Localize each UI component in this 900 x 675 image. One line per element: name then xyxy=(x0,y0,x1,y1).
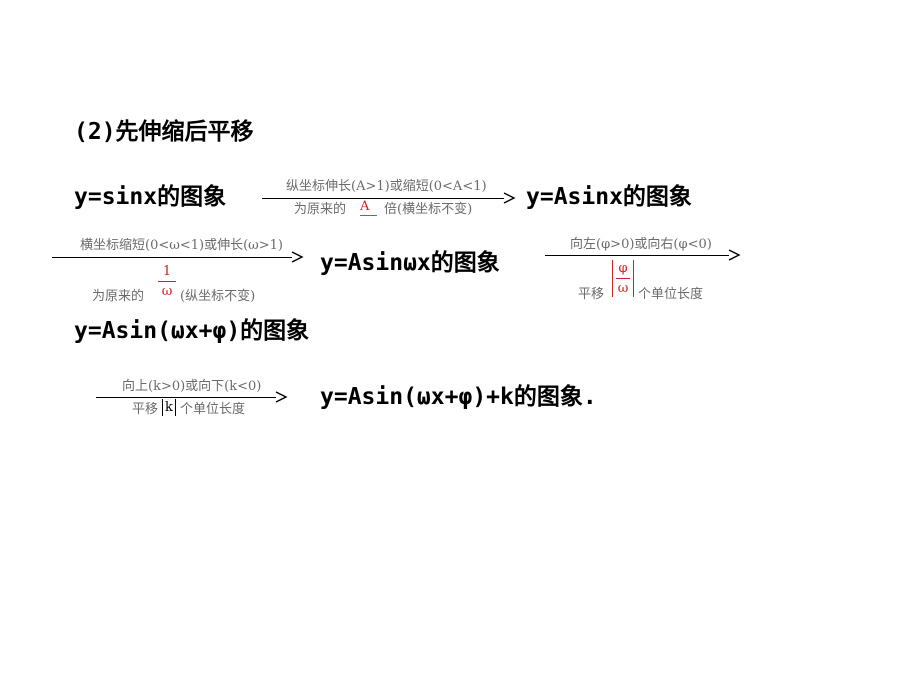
arrow1-bottom-suffix: 倍(横坐标不变) xyxy=(384,202,473,217)
arrow2-bottom-prefix: 为原来的 xyxy=(92,289,145,304)
expr-y-asin-wx-phi: y=Asin(ωx+φ)的图象 xyxy=(74,318,310,344)
arrow3-bottom-suffix: 个单位长度 xyxy=(638,287,704,302)
arrow-head-icon xyxy=(291,251,304,263)
section-heading: (2)先伸缩后平移 xyxy=(74,119,254,145)
arrow3-bottom-prefix: 平移 xyxy=(578,287,605,302)
arrow4-bottom-prefix: 平移 xyxy=(132,402,159,417)
expr-y-sinx: y=sinx的图象 xyxy=(74,184,227,210)
fraction-numerator: 1 xyxy=(162,264,172,279)
fraction-denominator: ω xyxy=(617,281,629,296)
fraction-denominator: ω xyxy=(161,284,173,299)
arrow4-bottom-suffix: 个单位长度 xyxy=(180,402,246,417)
arrow3-abs-fraction: φ ω xyxy=(612,260,634,297)
arrow-head-icon xyxy=(728,249,741,261)
arrow2 xyxy=(52,251,304,263)
arrow-head-icon xyxy=(275,391,288,403)
arrow4 xyxy=(96,391,288,403)
arrow1 xyxy=(262,192,516,204)
arrow4-top-label: 向上(k>0)或向下(k<0) xyxy=(122,379,262,394)
arrow2-fraction: 1 ω xyxy=(158,265,176,298)
expr-y-asin-wx-phi-k: y=Asin(ωx+φ)+k的图象. xyxy=(320,384,597,410)
arrow1-bottom-prefix: 为原来的 xyxy=(294,202,347,217)
arrow1-top-label: 纵坐标伸长(A>1)或缩短(0<A<1) xyxy=(286,179,487,194)
arrow2-top-label: 横坐标缩短(0<ω<1)或伸长(ω>1) xyxy=(80,238,283,253)
fraction-numerator: φ xyxy=(618,261,628,276)
arrow4-abs-value: k xyxy=(162,399,176,416)
arrow-head-icon xyxy=(503,192,516,204)
arrow3 xyxy=(545,249,741,261)
arrow2-bottom-suffix: (纵坐标不变) xyxy=(180,289,256,304)
arrow1-bottom-value: A xyxy=(360,200,378,216)
expr-y-asin-wx: y=Asinωx的图象 xyxy=(320,250,500,276)
arrow3-top-label: 向左(φ>0)或向右(φ<0) xyxy=(570,237,712,252)
expr-y-asinx: y=Asinx的图象 xyxy=(526,184,692,210)
